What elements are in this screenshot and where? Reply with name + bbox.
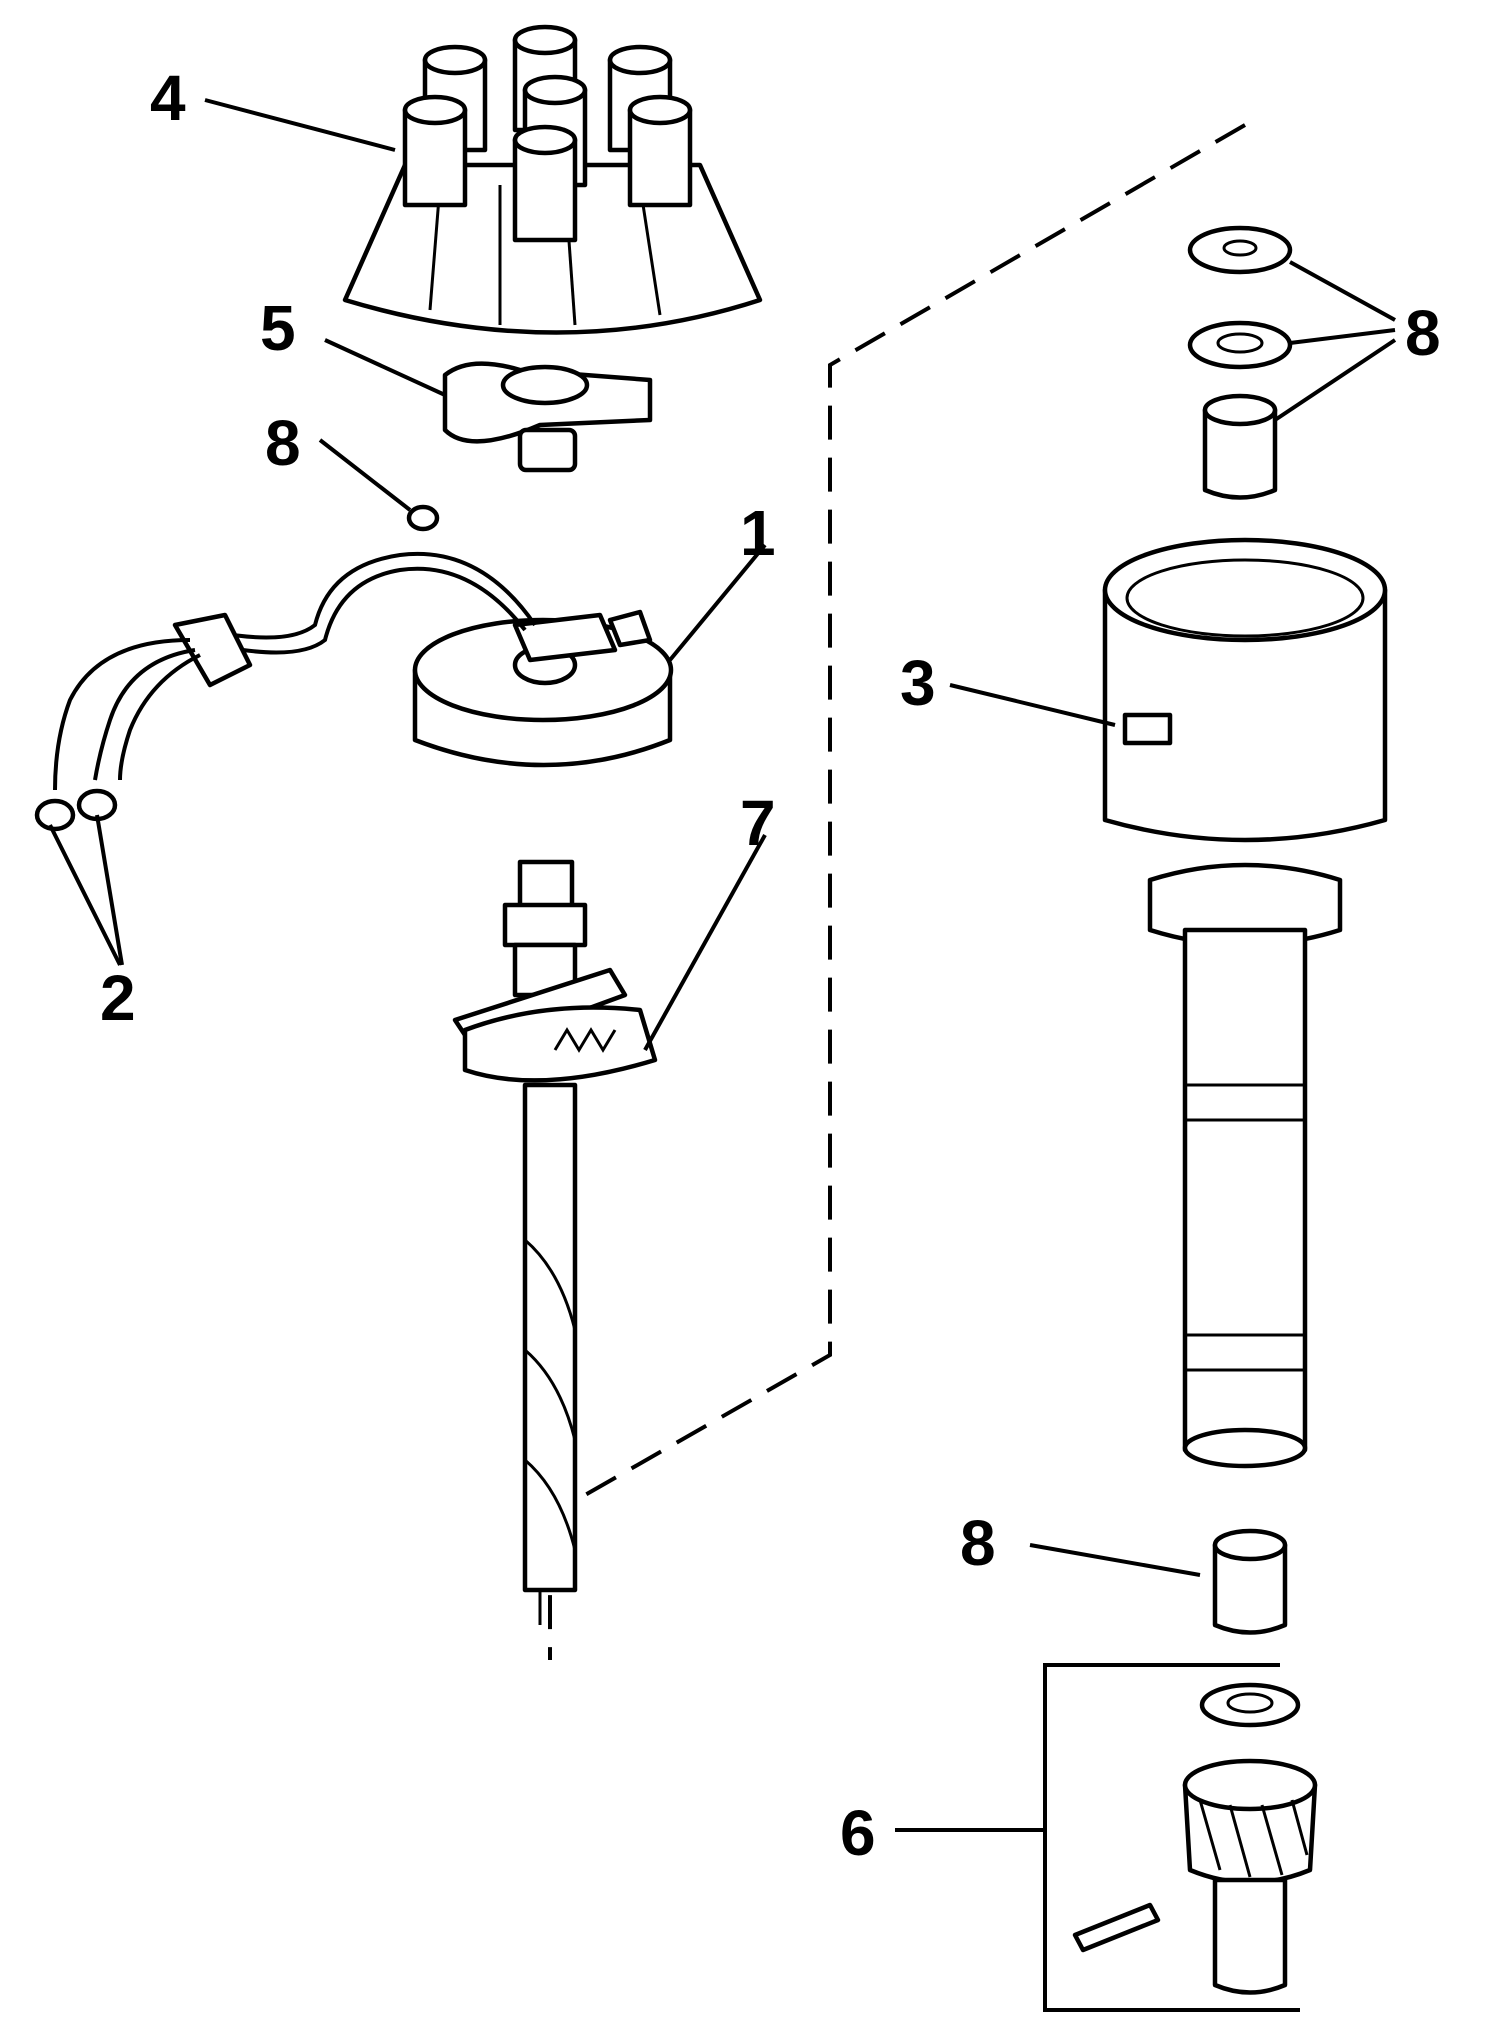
distributor-shaft [452,859,658,1625]
callout-7: 7 [740,787,776,859]
rotor [406,361,653,532]
pickup-coil [412,609,674,768]
callout-4: 4 [150,62,186,134]
distributor-cap [342,24,763,335]
leader-lines [48,98,1397,1832]
callout-6: 6 [840,1797,876,1869]
callout-8-bushing: 8 [960,1507,996,1579]
callout-2: 2 [100,962,136,1034]
callout-3: 3 [900,647,936,719]
distributor-housing [1102,537,1388,1469]
assembly-dashed-line [548,123,1247,1660]
callout-5: 5 [260,292,296,364]
callout-8-clip: 8 [265,407,301,479]
callout-1: 1 [740,497,776,569]
coil-wire-harness [34,551,537,832]
top-washers-and-bushing [1187,225,1293,500]
lower-bushing [1212,1528,1288,1635]
callout-8-washers: 8 [1405,297,1441,369]
drive-gear-kit [1043,1663,1318,2012]
